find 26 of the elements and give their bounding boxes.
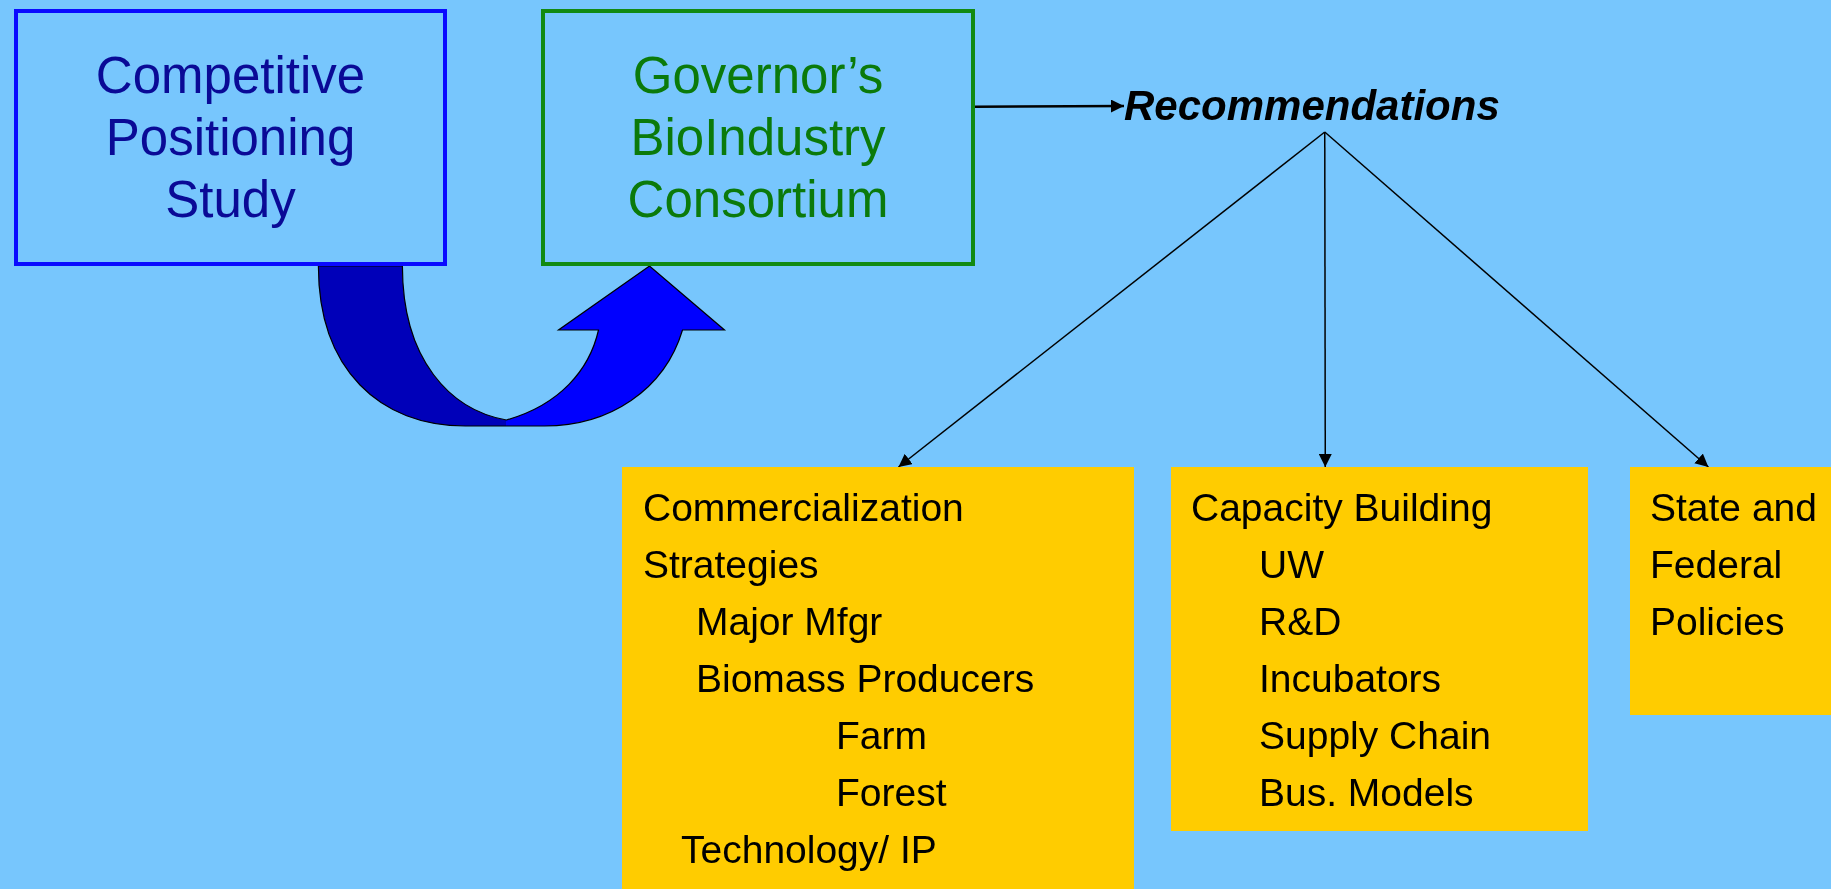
category-box bbox=[1630, 467, 1831, 715]
box-text: Governor’s BioIndustry Consortium bbox=[626, 45, 890, 230]
process-box bbox=[14, 9, 447, 266]
category-box bbox=[622, 467, 1134, 889]
list-item: Biomass Producers bbox=[696, 656, 1035, 702]
box-heading: Capacity Building bbox=[1191, 485, 1493, 531]
heading-text: Recommendations bbox=[1124, 80, 1602, 132]
list-item: Technology/ IP bbox=[681, 827, 937, 873]
arrow bbox=[897, 131, 1326, 468]
list-item: Farm bbox=[836, 713, 927, 759]
list-item: Incubators bbox=[1259, 656, 1442, 702]
list-item: Supply Chain bbox=[1259, 713, 1491, 759]
category-box bbox=[1171, 467, 1588, 831]
arrow bbox=[1318, 131, 1332, 468]
box-heading: Commercialization Strategies bbox=[643, 485, 965, 588]
arrow bbox=[975, 99, 1124, 113]
arrow bbox=[1324, 131, 1710, 468]
process-box bbox=[541, 9, 975, 266]
list-item: R&D bbox=[1259, 599, 1342, 645]
list-item: Major Mfgr bbox=[696, 599, 883, 645]
list-item: Forest bbox=[836, 770, 947, 816]
list-item: Bus. Models bbox=[1259, 770, 1474, 816]
box-heading: State and Federal Policies bbox=[1650, 485, 1818, 645]
box-text: Competitive Positioning Study bbox=[94, 45, 367, 230]
curved-block-arrow bbox=[317, 265, 726, 427]
list-item: UW bbox=[1259, 542, 1324, 588]
